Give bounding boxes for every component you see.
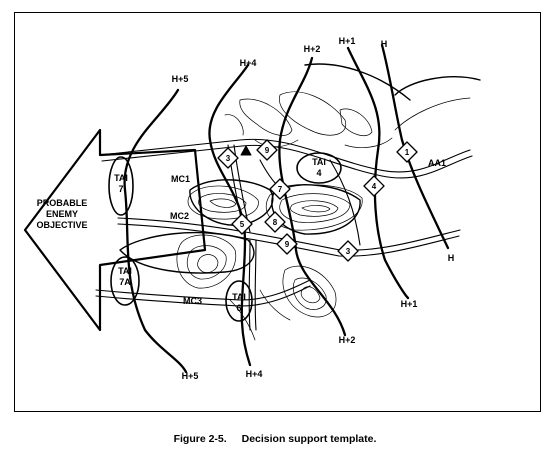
decision-point-4: 4 [372,182,377,191]
phase-label-bottom-h2: H+2 [339,335,356,345]
phase-label-top-h2: H+2 [304,44,321,54]
corridor-label-mc3: MC3 [183,296,202,306]
tai-4-outline [296,152,342,184]
decision-point-5: 5 [240,220,245,229]
figure-caption: Figure 2-5. Decision support template. [0,433,550,445]
tai-7a-label-line1: TAI [118,266,132,276]
phase-label-bottom-h4: H+4 [246,369,263,379]
decision-point-1: 1 [405,148,410,157]
assembly-area-label: AA1 [428,158,446,168]
corridor-label-mc2: MC2 [170,211,189,221]
tai-7-label-line2: 7 [118,184,123,194]
phase-line-h2 [278,56,347,337]
decision-point-9-north: 9 [265,146,270,155]
tai-7a-outline [110,256,140,306]
map-labels: PROBABLE ENEMY OBJECTIVE MC1 MC2 MC3 AA1… [36,36,454,381]
terrain-contours [176,91,471,341]
decision-point-3-north: 3 [226,154,231,163]
corridor-label-mc1: MC1 [171,174,190,184]
decision-point-9-south: 9 [285,240,290,249]
phase-label-top-h4: H+4 [240,58,257,68]
phase-line-h4 [208,63,252,367]
enemy-position-marker [240,145,252,156]
decision-points [217,139,418,262]
objective-line3: OBJECTIVE [36,220,87,230]
figure-number: Figure 2-5. [173,433,227,445]
decision-point-7: 7 [278,185,283,194]
phase-label-top-h1: H+1 [339,36,356,46]
phase-line-h5 [123,88,188,374]
phase-line-h1 [346,46,410,300]
decision-point-3-south: 3 [346,247,351,256]
tai-7-label-line1: TAI [114,173,128,183]
tai-6-label-line2: 6 [236,303,241,313]
figure-title: Decision support template. [241,433,377,445]
tai-7a-label-line2: 7A [119,277,131,287]
phase-line-h [380,43,450,250]
tai-outlines [108,152,342,322]
probable-enemy-objective-arrow [23,128,207,332]
tai-6-label-line1: TAI [232,292,246,302]
objective-line2: ENEMY [46,209,78,219]
tai-6-outline [225,280,253,322]
decision-support-map: PROBABLE ENEMY OBJECTIVE MC1 MC2 MC3 AA1… [23,36,481,381]
objective-line1: PROBABLE [37,198,88,208]
decision-point-8: 8 [273,218,278,227]
tai-7-outline [108,156,134,216]
phase-lines [123,43,450,374]
phase-label-top-h: H [381,39,388,49]
phase-label-top-h5: H+5 [172,74,189,84]
tai-4-label-line2: 4 [316,168,321,178]
phase-label-bottom-h5: H+5 [182,371,199,381]
phase-label-bottom-h1: H+1 [401,299,418,309]
phase-label-bottom-h: H [448,253,455,263]
tai-4-label-line1: TAI [312,157,326,167]
figure-frame [14,12,541,412]
